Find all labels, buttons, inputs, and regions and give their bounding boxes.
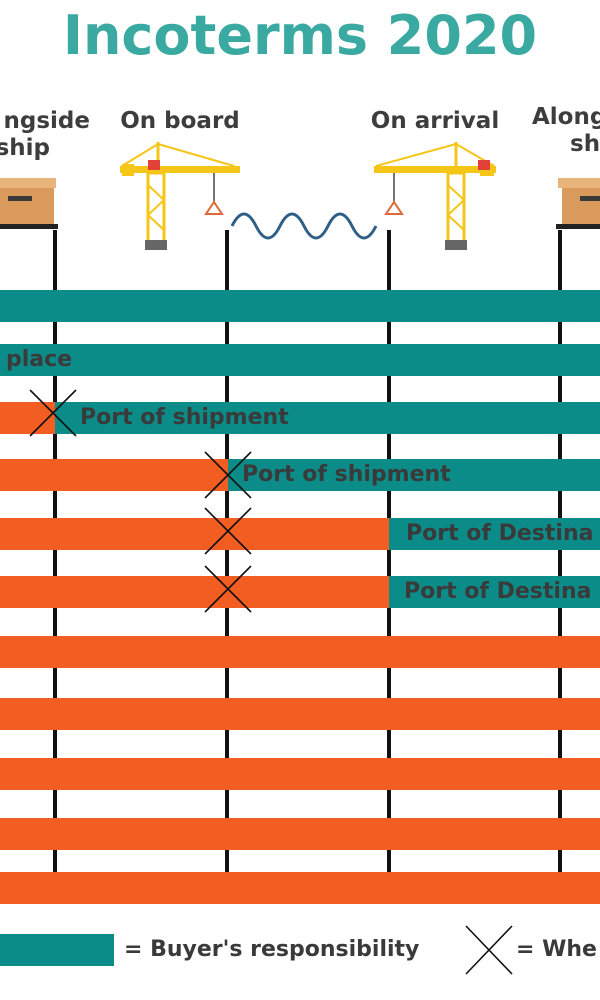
- row-bar-seller: [0, 818, 600, 850]
- row-bar-buyer: [389, 518, 600, 550]
- cross-mark-icon: [204, 507, 252, 555]
- header-alongside-right-line2: sh: [570, 131, 600, 157]
- row-label: place: [6, 347, 73, 372]
- header-alongside-right-line1: Along: [532, 104, 600, 130]
- header-on-arrival: On arrival: [370, 108, 500, 134]
- crane-left-icon: [120, 142, 240, 250]
- legend-cross-icon: [465, 925, 513, 975]
- row-bar-buyer: [0, 290, 600, 322]
- row-label: Port of Destina: [406, 521, 594, 546]
- row-bar-seller: [0, 636, 600, 668]
- header-alongside-left-line1: ngside: [3, 108, 90, 134]
- cross-mark-icon: [29, 389, 77, 437]
- row-bar-buyer: [228, 459, 600, 491]
- row-label: Port of Destina: [404, 579, 592, 604]
- sea-wave-icon: [230, 212, 378, 240]
- row-bar-seller: [0, 518, 389, 550]
- cargo-box-left-icon: [0, 178, 58, 229]
- cargo-box-right-icon: [556, 178, 600, 229]
- header-on-board: On board: [120, 108, 240, 134]
- row-bar-buyer: [389, 576, 600, 608]
- cross-mark-icon: [204, 565, 252, 613]
- row-bar-buyer: [55, 402, 600, 434]
- row-bar-seller: [0, 698, 600, 730]
- legend-buyer-text: = Buyer's responsibility: [124, 937, 420, 962]
- vline-on-arrival: [387, 230, 391, 875]
- row-bar-seller: [0, 758, 600, 790]
- row-bar-buyer: [0, 344, 600, 376]
- page-title: Incoterms 2020: [62, 4, 538, 67]
- legend-cross-text: = Whe: [516, 937, 597, 962]
- header-alongside-right: Along sh: [532, 104, 600, 158]
- legend-buyer-swatch: [0, 934, 114, 966]
- vline-alongside-left: [53, 230, 57, 875]
- header-alongside-left: ngside ship: [0, 108, 90, 162]
- crane-right-icon: [374, 142, 496, 250]
- row-bar-seller: [0, 402, 55, 434]
- cross-mark-icon: [204, 451, 252, 499]
- row-label: Port of shipment: [242, 462, 451, 487]
- row-bar-seller: [0, 459, 228, 491]
- row-bar-seller: [0, 576, 389, 608]
- vline-alongside-right: [558, 230, 562, 875]
- header-alongside-left-line2: ship: [0, 135, 50, 161]
- row-label: Port of shipment: [80, 405, 289, 430]
- row-bar-seller: [0, 872, 600, 904]
- vline-on-board: [225, 230, 229, 875]
